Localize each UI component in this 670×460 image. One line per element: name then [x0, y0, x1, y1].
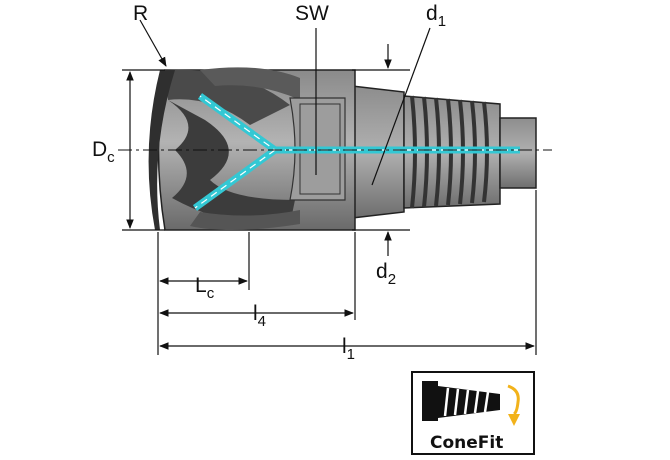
label-cutting-length: Lc: [195, 274, 215, 302]
conefit-label: ConeFit: [430, 433, 503, 453]
conefit-thread-arrow-icon: [422, 381, 520, 426]
label-head-length: l4: [253, 302, 266, 330]
label-neck-diameter: d2: [376, 260, 396, 288]
dimension-labels: R SW d1 Dc d2 Lc l4 l1: [92, 2, 446, 363]
dimension-lines: [122, 19, 537, 355]
label-radius: R: [133, 2, 148, 25]
label-cutting-diameter: Dc: [92, 138, 115, 166]
conefit-badge: ConeFit: [411, 371, 535, 455]
label-total-length: l1: [342, 335, 355, 363]
tool-body: [118, 67, 552, 231]
label-wrench-flats: SW: [295, 2, 329, 25]
label-thread-diameter: d1: [426, 2, 446, 30]
cutting-head: [148, 67, 356, 231]
